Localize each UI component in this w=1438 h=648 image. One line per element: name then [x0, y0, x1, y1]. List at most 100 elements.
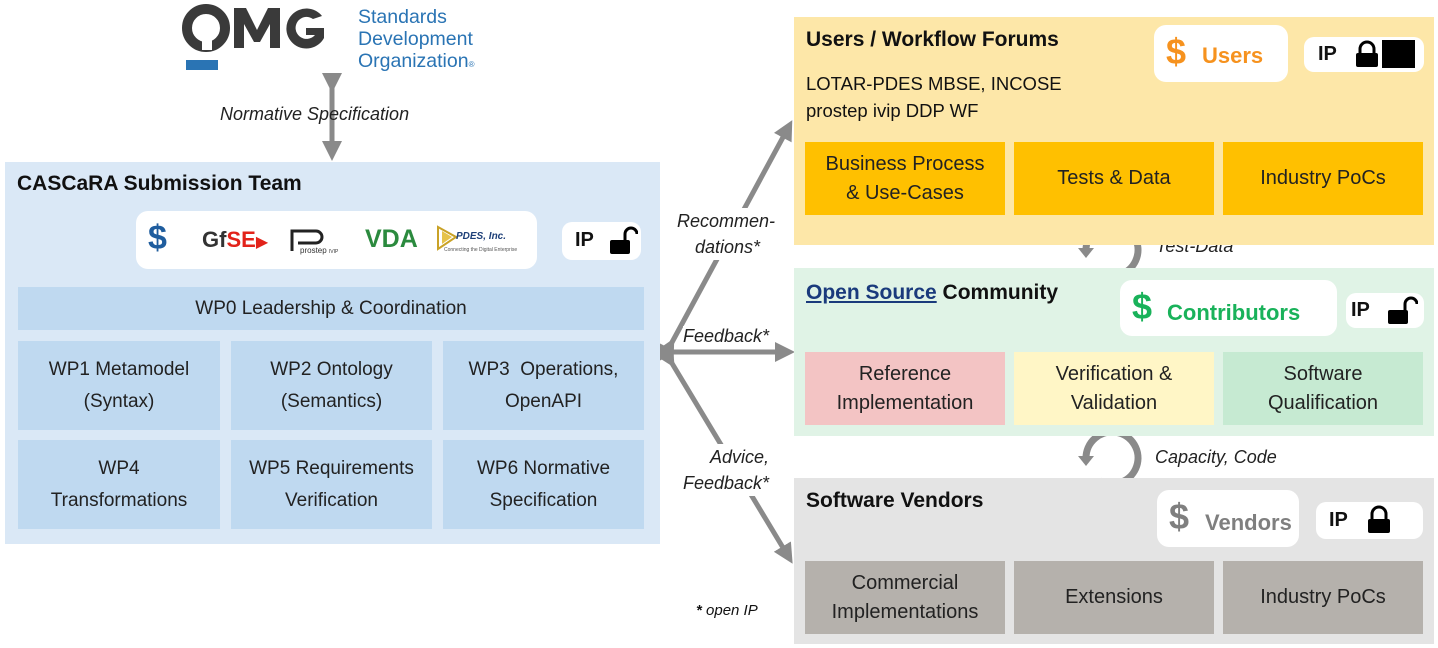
advice-line-1: Advice, [710, 447, 770, 467]
vendors-industry-pocs-box: Industry PoCs [1223, 561, 1423, 634]
open-ip-note: * open IP [696, 602, 758, 619]
extensions-box: Extensions [1014, 561, 1214, 634]
users-desc-line-1: LOTAR-PDES MBSE, INCOSE [806, 73, 1062, 94]
users-industry-pocs-box: Industry PoCs [1223, 142, 1423, 215]
wp2-line-1: WP2 Ontology [270, 358, 393, 380]
prostep-logo: prostep IVIP [290, 225, 354, 257]
recommendations-line-1: Recommen- [677, 211, 776, 231]
vendors-ip-label: IP [1329, 509, 1348, 531]
omg-line-3: Organization® [358, 50, 474, 76]
users-title: Users / Workflow Forums [806, 28, 1059, 51]
oss-title: Open Source Community [806, 281, 1058, 305]
commercial-line-1: Commercial [851, 571, 959, 594]
open-ip-star: * [696, 602, 702, 619]
advice-line-2: Feedback* [683, 473, 770, 493]
dollar-icon: $ [148, 219, 167, 257]
omg-line-2: Development [358, 28, 473, 50]
verification-line-1: Verification & [1055, 362, 1173, 385]
contributors-badge-label: Contributors [1167, 300, 1301, 325]
users-desc-line-2: prostep ivip DDP WF [806, 100, 979, 121]
users-ip-label: IP [1318, 43, 1337, 65]
advice-label: Advice, Feedback* [683, 444, 770, 496]
wp4-line-1: WP4 [98, 457, 140, 479]
vendors-dollar-icon: $ [1169, 496, 1190, 537]
oss-title-link[interactable]: Open Source [806, 281, 937, 304]
wp6-box: WP6 Normative Specification [443, 440, 644, 529]
wp3-line-2: OpenAPI [504, 390, 583, 412]
wp4-box: WP4 Transformations [18, 440, 220, 529]
open-ip-text: open IP [701, 602, 758, 619]
wp3-line-1: WP3 Operations, [468, 358, 619, 380]
oss-ip-label: IP [1351, 299, 1370, 321]
commercial-line-2: Implementations [831, 600, 979, 623]
capacity-code-label: Capacity, Code [1155, 447, 1277, 467]
omg-organization-name: Standards Development Organization® [358, 6, 474, 76]
redacted-block [1382, 40, 1415, 68]
wp2-box: WP2 Ontology (Semantics) [231, 341, 432, 430]
cascara-ip-badge: IP [562, 222, 641, 260]
recommendations-line-2: dations* [695, 237, 761, 257]
reference-implementation-box: Reference Implementation [805, 352, 1005, 425]
qualification-line-2: Qualification [1267, 391, 1379, 414]
oss-ip-badge: IP [1346, 293, 1424, 328]
wp4-line-2: Transformations [50, 489, 188, 511]
wp6-line-1: WP6 Normative [476, 457, 611, 479]
pdes-logo: PDES, Inc. Connecting the Digital Enterp… [436, 225, 528, 259]
oss-title-rest: Community [936, 281, 1059, 304]
users-badge: $ Users [1154, 25, 1288, 82]
users-ip-badge: IP [1304, 37, 1424, 72]
vda-logo: VDA [365, 225, 418, 253]
prostep-text: prostep [300, 246, 327, 255]
wp1-box: WP1 Metamodel (Syntax) [18, 341, 220, 430]
wp5-line-2: Verification [285, 489, 378, 511]
prostep-sub: IVIP [328, 249, 339, 255]
unlocked-icon [1388, 296, 1418, 324]
omg-line-3-text: Organization [358, 50, 469, 72]
vendors-ip-badge: IP [1316, 502, 1423, 539]
business-process-line-2: & Use-Cases [846, 181, 964, 204]
reference-line-2: Implementation [836, 391, 974, 414]
recommendations-label: Recommen- dations* [677, 208, 776, 260]
users-dollar-icon: $ [1166, 31, 1187, 72]
omg-line-1: Standards [358, 6, 447, 28]
wp6-line-2: Specification [489, 489, 598, 511]
software-qualification-box: Software Qualification [1223, 352, 1423, 425]
normative-spec-label: Normative Specification [220, 104, 410, 124]
verification-line-2: Validation [1070, 391, 1158, 414]
gfse-logo: GfSE▶ [202, 227, 269, 252]
gfse-suffix: SE [226, 227, 256, 252]
unlocked-icon [610, 226, 638, 254]
contributors-badge: $ Contributors [1120, 280, 1337, 336]
cascara-ip-label: IP [575, 229, 594, 251]
business-process-line-1: Business Process [825, 152, 985, 175]
locked-icon [1368, 505, 1390, 533]
feedback-label: Feedback* [683, 326, 770, 347]
wp5-box: WP5 Requirements Verification [231, 440, 432, 529]
gfse-prefix: Gf [202, 227, 227, 252]
business-process-box: Business Process & Use-Cases [805, 142, 1005, 215]
wp2-line-2: (Semantics) [280, 390, 383, 412]
users-description: LOTAR-PDES MBSE, INCOSE prostep ivip DDP… [806, 70, 1062, 124]
reference-line-1: Reference [858, 362, 952, 385]
qualification-line-1: Software [1283, 362, 1363, 385]
tests-data-box: Tests & Data [1014, 142, 1214, 215]
vendors-badge: $ Vendors [1157, 490, 1299, 547]
contributors-dollar-icon: $ [1132, 286, 1153, 327]
commercial-implementations-box: Commercial Implementations [805, 561, 1005, 634]
users-badge-label: Users [1202, 43, 1264, 68]
wp5-line-1: WP5 Requirements [249, 457, 414, 479]
wp3-box: WP3 Operations, OpenAPI [443, 341, 644, 430]
wp1-line-1: WP1 Metamodel [48, 358, 190, 380]
vendors-title: Software Vendors [806, 489, 984, 512]
partner-logos: $ GfSE▶ prostep IVIP VDA PDES, Inc. Conn… [136, 211, 537, 269]
trademark: ® [468, 60, 475, 69]
vendors-badge-label: Vendors [1205, 510, 1292, 535]
locked-icon [1356, 40, 1378, 67]
capacity-code-cycle-icon [1078, 428, 1142, 488]
cascara-title: CASCaRA Submission Team [17, 172, 302, 195]
wp1-line-2: (Syntax) [83, 390, 155, 412]
pdes-text: PDES, Inc. [456, 231, 507, 242]
verification-validation-box: Verification & Validation [1014, 352, 1214, 425]
wp0-box: WP0 Leadership & Coordination [18, 287, 644, 330]
pdes-sub: Connecting the Digital Enterprise [444, 247, 518, 253]
